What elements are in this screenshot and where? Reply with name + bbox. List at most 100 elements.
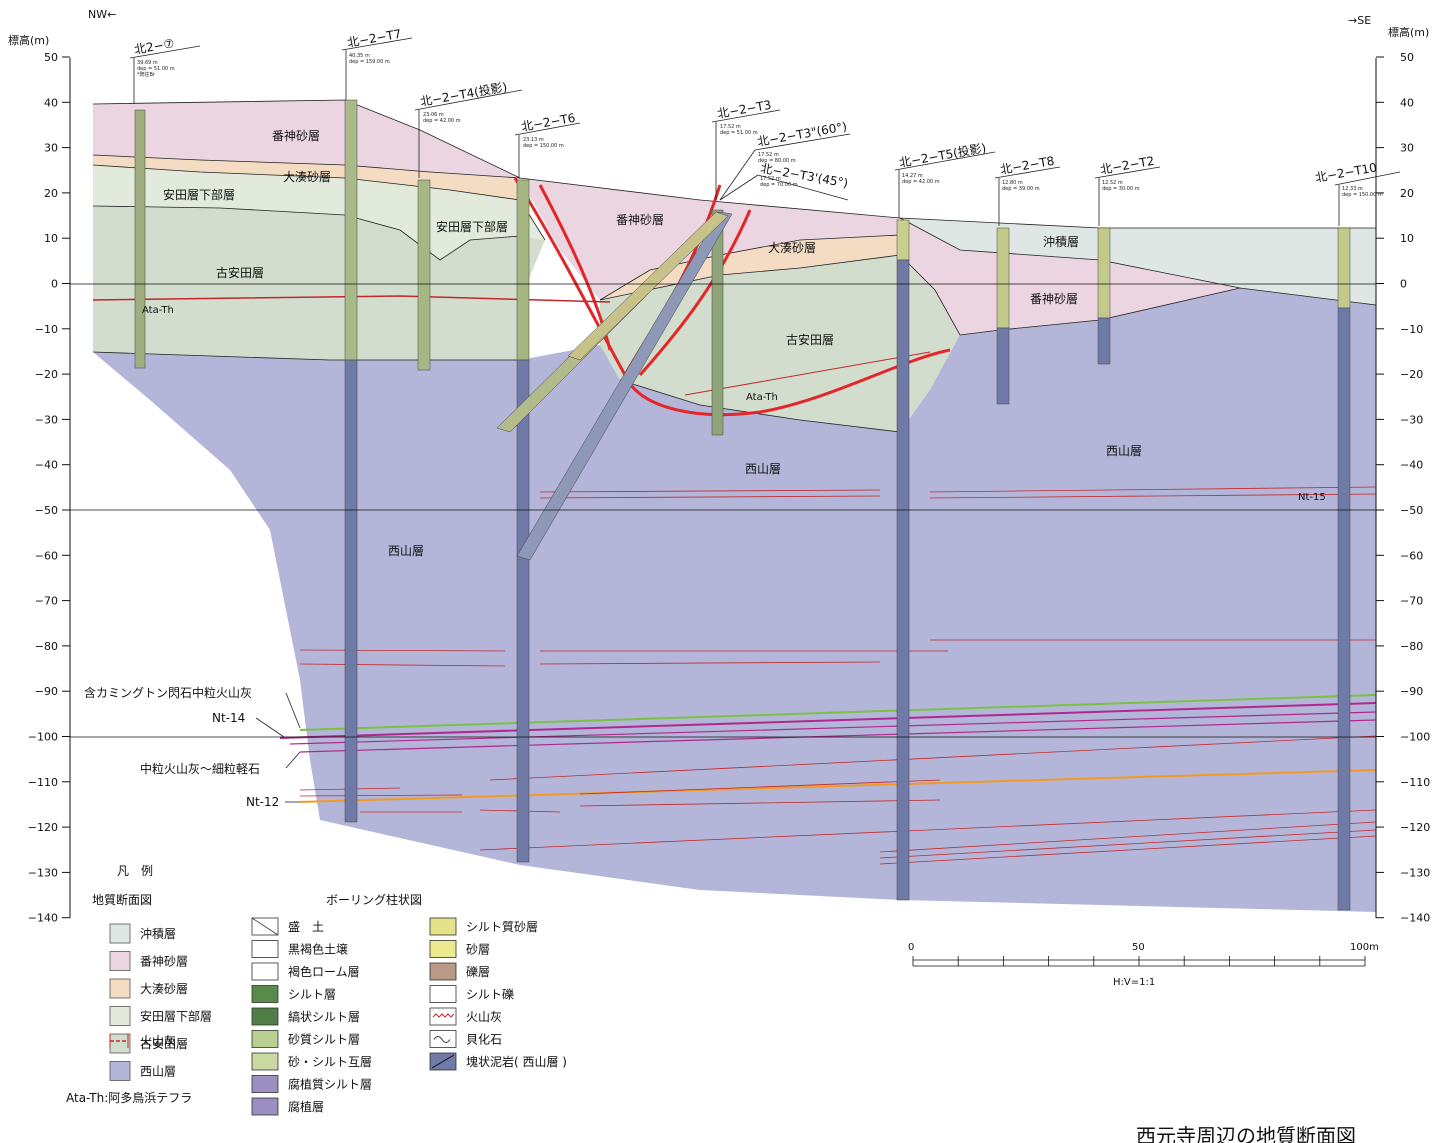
axis-tick-label: −130	[28, 866, 58, 879]
axis-tick-label: −20	[1400, 368, 1423, 381]
boring-legend-label: 砂層	[466, 943, 490, 957]
svg-text:番神砂層: 番神砂層	[616, 213, 664, 227]
svg-text:北2−⑦: 北2−⑦	[133, 36, 175, 57]
svg-text:17.52 m: 17.52 m	[758, 152, 779, 158]
boring-legend-swatch	[251, 1075, 279, 1093]
axis-tick-label: −70	[35, 595, 58, 608]
svg-text:23.06 m: 23.06 m	[423, 112, 444, 118]
legend-tephra-label: 火山灰	[140, 1034, 176, 1048]
boring-legend-swatch	[251, 962, 279, 981]
svg-text:北−2−T6: 北−2−T6	[520, 111, 576, 134]
axis-tick-label: −70	[1400, 595, 1423, 608]
axis-tick-label: −50	[35, 504, 58, 517]
axis-tick-label: 0	[51, 278, 58, 291]
axis-tick-label: −10	[1400, 323, 1423, 336]
axis-tick-label: −110	[1400, 776, 1430, 789]
borehole-t2: 北−2−T2 12.52 m dep = 30.00 m	[1094, 154, 1161, 226]
svg-text:12.52 m: 12.52 m	[1102, 180, 1123, 186]
boring-legend-label: 腐植層	[288, 1099, 324, 1114]
nishiyama-layer	[93, 288, 1376, 912]
legend-swatch	[109, 978, 131, 999]
boring-legend-label: シルト質砂層	[466, 919, 538, 934]
boring-legend-label: 礫層	[466, 964, 490, 979]
axis-tick-label: 30	[44, 142, 58, 155]
legend-item-label: 番神砂層	[140, 955, 188, 969]
svg-text:沖積層: 沖積層	[1043, 234, 1079, 249]
svg-text:安田層下部層: 安田層下部層	[163, 187, 235, 202]
boring-legend-swatch	[251, 1097, 279, 1116]
svg-text:14.27 m: 14.27 m	[902, 173, 923, 179]
legend-note: Ata-Th:阿多鳥浜テフラ	[66, 1090, 192, 1105]
svg-text:dep = 51.00 m: dep = 51.00 m	[137, 66, 175, 72]
axis-right: 50403020100−10−20−30−40−50−60−70−80−90−1…	[1375, 25, 1430, 925]
axis-tick-label: −60	[1400, 549, 1423, 562]
axis-tick-label: −90	[1400, 685, 1423, 698]
axis-tick-label: −30	[35, 413, 58, 426]
svg-text:西山層: 西山層	[745, 462, 781, 476]
boring-legend-label: シルト礫	[466, 987, 514, 1002]
svg-text:Ata-Th: Ata-Th	[142, 305, 174, 316]
axis-tick-label: 40	[44, 96, 58, 109]
axis-tick-label: 10	[44, 232, 58, 245]
svg-text:北−2−T7: 北−2−T7	[346, 27, 402, 50]
yasuda-lower-layer	[93, 165, 545, 260]
layer-labels: 番神砂層 大湊砂層 安田層下部層 安田層下部層 古安田層 番神砂層 大湊砂層 古…	[163, 129, 1142, 558]
svg-text:dep = 42.00 m: dep = 42.00 m	[423, 118, 461, 124]
svg-text:23.13 m: 23.13 m	[523, 137, 544, 143]
ominato-layer-west-b	[345, 165, 540, 210]
boring-legend-label: 盛 土	[288, 919, 324, 934]
boring-legend-label: 貝化石	[466, 1033, 502, 1047]
svg-text:17.52 m: 17.52 m	[760, 176, 781, 182]
svg-text:dep = 70.00 m: dep = 70.00 m	[760, 182, 798, 188]
svg-text:dep = 80.00 m: dep = 80.00 m	[758, 158, 796, 164]
axis-tick-label: −40	[1400, 459, 1423, 472]
borehole-t8: 北−2−T8 12.80 m dep = 39.00 m	[994, 154, 1061, 226]
boring-legend-swatch	[251, 940, 279, 958]
axis-tick-label: −110	[28, 776, 58, 789]
legend-item-label: 古安田層	[140, 1036, 188, 1051]
alluvium-layer	[900, 218, 1376, 305]
legend-section-title: 地質断面図	[92, 892, 152, 907]
axis-tick-label: 40	[1400, 96, 1414, 109]
axis-tick-label: −80	[1400, 640, 1423, 653]
axis-tick-label: −100	[1400, 731, 1430, 744]
axis-tick-label: −140	[28, 912, 58, 925]
svg-text:dep = 159.00 m: dep = 159.00 m	[349, 59, 390, 65]
svg-text:番神砂層: 番神砂層	[272, 129, 320, 143]
boring-legend-label: 黒褐色土壌	[288, 942, 348, 957]
axis-tick-label: −50	[1400, 504, 1423, 517]
svg-text:西山層: 西山層	[388, 544, 424, 558]
legend-item-label: 大湊砂層	[140, 982, 188, 996]
svg-text:中粒火山灰〜細粒軽石: 中粒火山灰〜細粒軽石	[140, 761, 260, 776]
boring-legend-swatch	[429, 962, 457, 981]
axis-label-left: 標高(m)	[8, 33, 49, 47]
axis-label-right: 標高(m)	[1388, 25, 1429, 39]
borehole-t3-45: 北−2−T3'(45°) 17.52 m dep = 70.00 m	[719, 161, 849, 201]
boring-legend-label: 火山灰	[466, 1010, 502, 1024]
axis-tick-label: −60	[35, 549, 58, 562]
svg-text:古安田層: 古安田層	[216, 265, 264, 280]
boring-legend-swatch	[429, 917, 457, 936]
axis-tick-label: −100	[28, 731, 58, 744]
svg-text:大湊砂層: 大湊砂層	[768, 241, 816, 255]
svg-text:dep = 150.00 m: dep = 150.00 m	[1342, 192, 1383, 198]
axis-tick-label: 0	[1400, 278, 1407, 291]
svg-text:*既往Br: *既往Br	[137, 71, 156, 78]
boring-legend-swatch	[429, 1007, 457, 1026]
legend-swatch	[109, 1006, 131, 1026]
axis-left: 50403020100−10−20−30−40−50−60−70−80−90−1…	[8, 33, 71, 925]
legend-swatch	[109, 923, 131, 944]
svg-text:北−2−T8: 北−2−T8	[999, 154, 1055, 177]
boring-legend-swatch	[251, 985, 279, 1003]
svg-text:dep = 30.00 m: dep = 30.00 m	[1102, 186, 1140, 192]
boring-legend-swatch	[429, 1030, 457, 1048]
boring-legend-swatch	[251, 1007, 279, 1026]
boring-legend-label: 砂・シルト互層	[288, 1055, 372, 1069]
legend-swatch	[109, 1061, 131, 1081]
axis-tick-label: −140	[1400, 912, 1430, 925]
svg-text:北−2−T3: 北−2−T3	[716, 98, 772, 121]
legend-item-label: 西山層	[140, 1065, 176, 1079]
axis-tick-label: −90	[35, 685, 58, 698]
svg-text:古安田層: 古安田層	[786, 332, 834, 347]
